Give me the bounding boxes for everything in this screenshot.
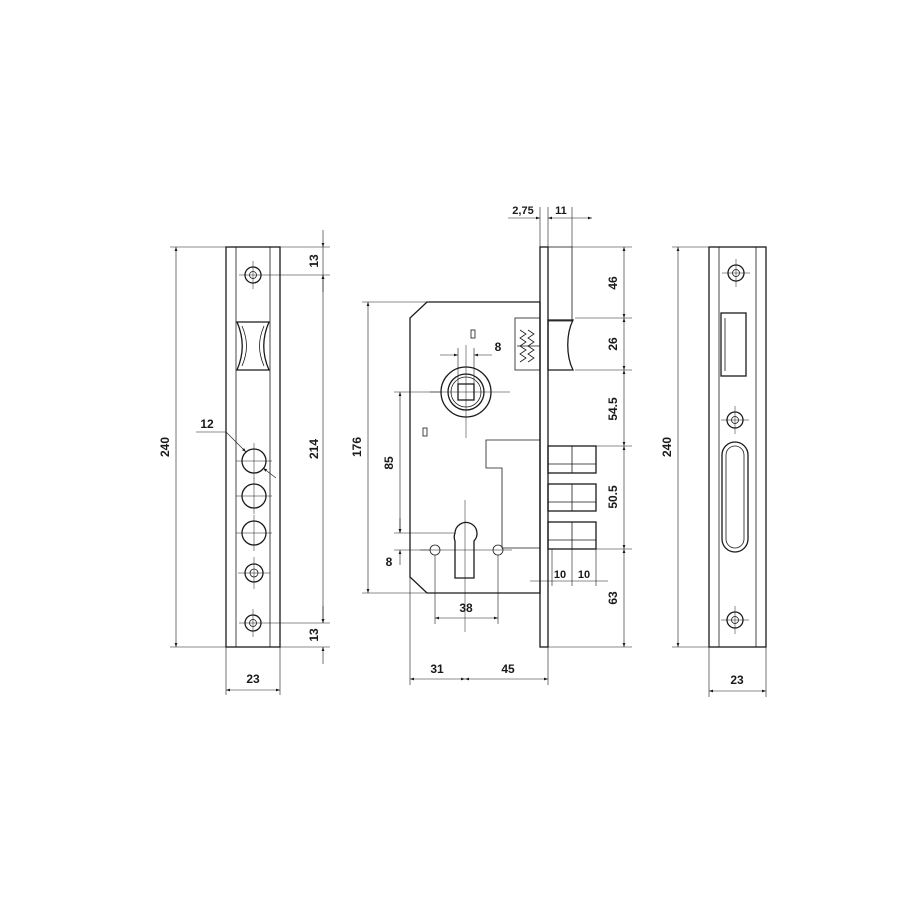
dim-bolt-width-b: 10 xyxy=(578,569,590,581)
dim-strike-plate-width: 23 xyxy=(730,673,744,687)
deadbolt-1 xyxy=(547,445,597,474)
bolt-hole-1 xyxy=(236,443,272,479)
dim-front-plate-bottom-offset: 13 xyxy=(307,628,321,642)
screw-hole-top xyxy=(239,261,267,289)
dim-faceplate-width: 11 xyxy=(555,205,567,217)
dim-strike-plate-height: 240 xyxy=(660,437,674,457)
cylinder-cutout xyxy=(420,500,512,632)
deadbolt-2 xyxy=(547,483,597,512)
bolt-hole-3 xyxy=(236,515,272,551)
dim-spindle-to-cylinder: 85 xyxy=(382,456,396,470)
dim-bolts-pitch: 50.5 xyxy=(606,485,620,509)
dim-cylinder-holes: 38 xyxy=(459,601,473,615)
dim-backset: 45 xyxy=(501,662,515,676)
lock-body-view: 2,75 11 46 26 54.5 50.5 63 10 10 176 xyxy=(350,205,632,685)
strike-screw-hole-top xyxy=(722,259,750,287)
front-plate-view: 240 13 214 13 12 23 xyxy=(158,230,330,695)
spindle-hub xyxy=(430,345,510,438)
strike-latch-opening xyxy=(720,312,747,377)
dim-cylinder-bottom: 63 xyxy=(606,591,620,605)
bolt-hole-2 xyxy=(236,478,272,514)
dim-latch-height: 26 xyxy=(606,337,620,351)
front-plate-outline xyxy=(225,246,281,648)
dim-front-plate-top-offset: 13 xyxy=(307,254,321,268)
dim-spindle-width: 8 xyxy=(495,340,502,354)
dim-backset-left: 31 xyxy=(430,662,444,676)
strike-plate-view: 240 23 xyxy=(660,246,767,697)
strike-screw-hole-bottom xyxy=(721,606,749,634)
latch-bolt xyxy=(514,317,575,371)
dim-latch-top: 46 xyxy=(606,276,620,290)
dim-body-height: 176 xyxy=(350,437,364,457)
latch-opening xyxy=(236,321,270,371)
faceplate xyxy=(539,246,549,648)
small-slot-left xyxy=(422,427,428,437)
dim-cylinder-offset: 8 xyxy=(386,555,393,569)
dim-bolt-width-a: 10 xyxy=(554,569,566,581)
strike-bolt-slot xyxy=(721,441,749,553)
deadbolt-3 xyxy=(547,521,597,550)
faceplate-flange xyxy=(547,246,573,322)
strike-screw-hole-middle xyxy=(721,406,749,434)
dim-front-plate-hole-span: 214 xyxy=(307,439,321,459)
bolt-hole-4 xyxy=(238,557,270,589)
screw-hole-bottom xyxy=(239,609,267,637)
strike-plate-outline xyxy=(708,246,767,648)
dim-front-plate-width: 23 xyxy=(246,672,260,686)
dim-bolts-gap: 54.5 xyxy=(606,397,620,421)
dim-front-plate-height: 240 xyxy=(158,437,172,457)
dim-front-plate-hole-diameter: 12 xyxy=(200,417,214,431)
small-slot-top xyxy=(470,329,476,339)
dim-faceplate-thickness: 2,75 xyxy=(512,205,533,217)
deadbolt-carrier xyxy=(485,439,541,549)
